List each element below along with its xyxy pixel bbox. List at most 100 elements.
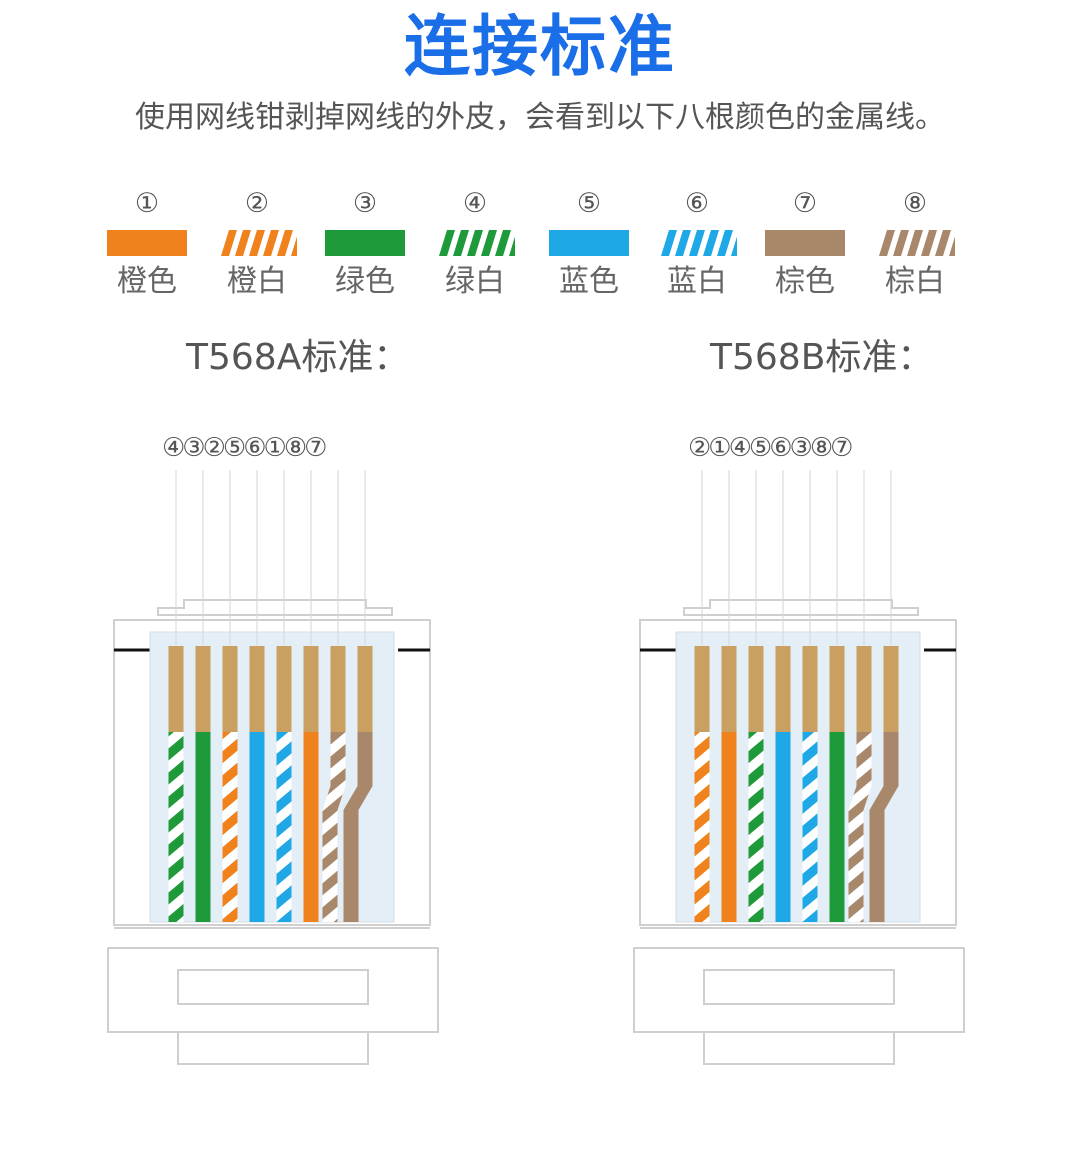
solid-wire (829, 732, 845, 922)
swatch-stripe (467, 230, 483, 256)
swatch-stripe (481, 230, 497, 256)
connector-boot-slot (703, 969, 895, 1005)
blue-white-swatch (661, 230, 737, 256)
legend-label: 绿色 (335, 264, 395, 299)
legend-item-7: ⑦ 棕色 (750, 186, 860, 304)
swatch-stripe (509, 236, 515, 256)
copper-contact (330, 646, 346, 732)
legend-number: ② (244, 188, 270, 219)
t568a-pin-order: ④③②⑤⑥①⑧⑦ (162, 433, 327, 463)
legend-label: 蓝白 (667, 264, 727, 299)
swatch-fill (765, 230, 845, 256)
blue-swatch (549, 230, 629, 256)
swatch-stripe (949, 236, 955, 256)
swatch-stripe (731, 236, 737, 256)
legend-number: ⑥ (684, 188, 710, 219)
copper-contact (195, 646, 211, 732)
solid-wire (303, 732, 319, 922)
swatch-stripe (235, 230, 251, 256)
orange-white-swatch (221, 230, 297, 256)
green-white-swatch (439, 230, 515, 256)
swatch-stripe (453, 230, 469, 256)
copper-contact (303, 646, 319, 732)
striped-wire (848, 732, 872, 922)
t568b-connector-diagram (633, 470, 965, 1065)
swatch-stripe (879, 230, 895, 256)
swatch-fill (325, 230, 405, 256)
swatch-stripe (495, 230, 511, 256)
legend-number: ⑧ (902, 188, 928, 219)
t568a-connector-diagram (107, 470, 439, 1065)
page-title: 连接标准 (404, 8, 676, 85)
swatch-stripe (249, 230, 265, 256)
cable-stub (703, 1031, 895, 1065)
swatch-stripe (675, 230, 691, 256)
copper-contact (168, 646, 184, 732)
legend-label: 绿白 (445, 264, 505, 299)
solid-wire (869, 732, 899, 922)
swatch-stripe (893, 230, 909, 256)
solid-wire (775, 732, 791, 922)
swatch-stripe (935, 230, 951, 256)
copper-contact (775, 646, 791, 732)
swatch-stripe (907, 230, 923, 256)
legend-item-5: ⑤ 蓝色 (534, 186, 644, 304)
legend-item-3: ③ 绿色 (310, 186, 420, 304)
copper-contact (856, 646, 872, 732)
legend-item-4: ④ 绿白 (420, 186, 530, 304)
swatch-stripe (221, 230, 237, 256)
legend-item-6: ⑥ 蓝白 (642, 186, 752, 304)
solid-wire (343, 732, 373, 922)
copper-contact (222, 646, 238, 732)
legend-number: ④ (462, 188, 488, 219)
t568b-pin-order: ②①④⑤⑥③⑧⑦ (688, 433, 853, 463)
legend-label: 棕色 (775, 264, 835, 299)
green-swatch (325, 230, 405, 256)
copper-contact (802, 646, 818, 732)
swatch-stripe (689, 230, 705, 256)
brown-white-swatch (879, 230, 955, 256)
swatch-fill (107, 230, 187, 256)
legend-item-1: ① 橙色 (92, 186, 202, 304)
striped-wire (694, 732, 710, 922)
swatch-stripe (263, 230, 279, 256)
brown-swatch (765, 230, 845, 256)
striped-wire (748, 732, 764, 922)
striped-wire (276, 732, 292, 922)
orange-swatch (107, 230, 187, 256)
swatch-stripe (703, 230, 719, 256)
legend-label: 蓝色 (559, 264, 619, 299)
copper-contact (829, 646, 845, 732)
legend-label: 棕白 (885, 264, 945, 299)
solid-wire (195, 732, 211, 922)
solid-wire (249, 732, 265, 922)
swatch-stripe (291, 236, 297, 256)
page-subtitle: 使用网线钳剥掉网线的外皮，会看到以下八根颜色的金属线。 (135, 100, 945, 135)
connector-top-cap (683, 599, 919, 616)
striped-wire (802, 732, 818, 922)
copper-contact (249, 646, 265, 732)
striped-wire (222, 732, 238, 922)
solid-wire (721, 732, 737, 922)
legend-item-2: ② 橙白 (202, 186, 312, 304)
legend-number: ① (134, 188, 160, 219)
cable-stub (177, 1031, 369, 1065)
t568a-title: T568A标准： (186, 337, 410, 378)
t568b-title: T568B标准： (710, 337, 934, 378)
connector-boot-slot (177, 969, 369, 1005)
copper-contact (357, 646, 373, 732)
swatch-stripe (439, 230, 455, 256)
copper-contact (883, 646, 899, 732)
legend-item-8: ⑧ 棕白 (860, 186, 970, 304)
legend-number: ⑦ (792, 188, 818, 219)
copper-contact (721, 646, 737, 732)
swatch-stripe (277, 230, 293, 256)
swatch-stripe (921, 230, 937, 256)
connector-top-cap (157, 599, 393, 616)
legend-number: ③ (352, 188, 378, 219)
legend-number: ⑤ (576, 188, 602, 219)
striped-wire (322, 732, 346, 922)
swatch-stripe (661, 230, 677, 256)
swatch-fill (549, 230, 629, 256)
copper-contact (694, 646, 710, 732)
